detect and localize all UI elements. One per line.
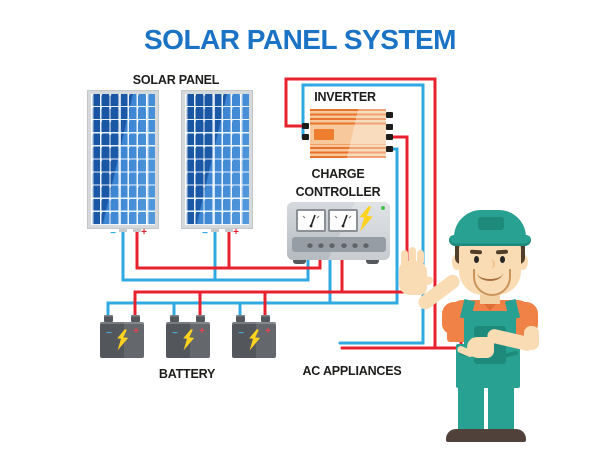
- panel2-plus-sign: +: [233, 227, 239, 238]
- battery2-minus-sign: −: [172, 328, 178, 339]
- battery2-positive-terminal: [196, 315, 205, 322]
- technician-brow-left: [469, 249, 483, 255]
- controller-foot-left: [293, 258, 306, 264]
- battery1-positive-terminal: [131, 315, 140, 322]
- panel1-minus-sign: −: [110, 228, 116, 239]
- technician-eye-left: [474, 256, 479, 263]
- analog-meter-icon-2: [328, 209, 358, 232]
- technician-shoe-right: [484, 429, 526, 442]
- inverter-fins-bottom: [310, 144, 386, 158]
- green-led-icon: [381, 206, 385, 210]
- panel2-minus-sign: −: [202, 228, 208, 239]
- battery-3: − +: [232, 322, 276, 358]
- battery3-minus-sign: −: [238, 328, 244, 339]
- battery-1: − +: [100, 322, 144, 358]
- charge-controller-label-line2: CONTROLLER: [295, 185, 381, 199]
- technician-cartoon: [395, 205, 550, 450]
- controller-terminal-dot-3: [329, 242, 335, 248]
- controller-terminal-dot-4: [341, 242, 347, 248]
- technician-cap-brim: [449, 235, 531, 246]
- technician-leg-left: [458, 386, 484, 432]
- panel2-negative-terminal: [211, 228, 219, 232]
- panel1-plus-sign: +: [141, 227, 147, 238]
- controller-terminal-strip: [292, 237, 386, 252]
- battery1-minus-sign: −: [106, 328, 112, 339]
- inverter-pin-right-3: [386, 134, 393, 140]
- technician-finger-1: [401, 250, 408, 266]
- inverter-pin-right-2: [386, 124, 393, 130]
- wire-blue-inverter-to-battery-bus: [106, 147, 399, 317]
- solar-panel-1: [88, 91, 158, 228]
- technician-cap-patch: [478, 217, 504, 230]
- lightning-bolt-icon-battery3: [249, 329, 261, 351]
- charge-controller-label: CHARGE CONTROLLER: [288, 165, 388, 201]
- technician-leg-right: [488, 386, 514, 432]
- battery3-plus-sign: +: [265, 326, 271, 337]
- controller-foot-right: [366, 258, 379, 264]
- technician-finger-3: [417, 250, 424, 265]
- technician-shoe-left: [446, 429, 488, 442]
- technician-thumb-left: [420, 275, 434, 287]
- analog-meter-icon-1: [296, 209, 326, 232]
- charge-controller-label-line1: CHARGE: [311, 167, 365, 181]
- solar-panel-2: [182, 91, 252, 228]
- battery2-negative-terminal: [170, 315, 179, 322]
- battery2-plus-sign: +: [199, 326, 205, 337]
- inverter-sheen: [310, 109, 386, 158]
- inverter-label: INVERTER: [314, 90, 376, 104]
- technician-finger-2: [409, 247, 416, 266]
- battery1-plus-sign: +: [133, 326, 139, 337]
- battery-2: − +: [166, 322, 210, 358]
- panel1-negative-terminal: [119, 228, 127, 232]
- inverter-display: [314, 129, 334, 140]
- technician-collar: [481, 300, 499, 311]
- inverter-fins-top: [310, 109, 386, 126]
- controller-terminal-dot-1: [307, 242, 313, 248]
- lightning-bolt-icon-controller: [359, 206, 373, 232]
- solar-panel-label: SOLAR PANEL: [132, 73, 220, 87]
- controller-terminal-dot-5: [352, 242, 358, 248]
- battery3-negative-terminal: [236, 315, 245, 322]
- inverter-pin-right-4: [386, 146, 393, 152]
- inverter-pin-right-1: [386, 112, 393, 118]
- inverter-pin-left-2: [302, 134, 309, 140]
- lightning-bolt-icon-battery2: [183, 329, 195, 351]
- charge-controller-device: [287, 202, 390, 260]
- inverter-pin-left-1: [302, 123, 309, 129]
- technician-nose: [487, 259, 495, 269]
- inverter-device: [310, 109, 386, 158]
- controller-terminal-dot-2: [318, 242, 324, 248]
- ac-appliances-label: AC APPLIANCES: [302, 364, 402, 378]
- page-title: SOLAR PANEL SYSTEM: [143, 24, 457, 55]
- technician-brow-right: [495, 249, 509, 255]
- controller-terminal-dot-6: [363, 242, 369, 248]
- wire-red-inverter-to-ac: [284, 77, 437, 350]
- battery-label: BATTERY: [158, 367, 216, 381]
- technician-eye-right: [500, 256, 505, 263]
- battery1-negative-terminal: [104, 315, 113, 322]
- technician-goatee: [473, 269, 511, 296]
- battery3-positive-terminal: [261, 315, 270, 322]
- lightning-bolt-icon-battery1: [117, 329, 129, 351]
- panel1-positive-terminal: [133, 228, 141, 232]
- panel2-positive-terminal: [225, 228, 233, 232]
